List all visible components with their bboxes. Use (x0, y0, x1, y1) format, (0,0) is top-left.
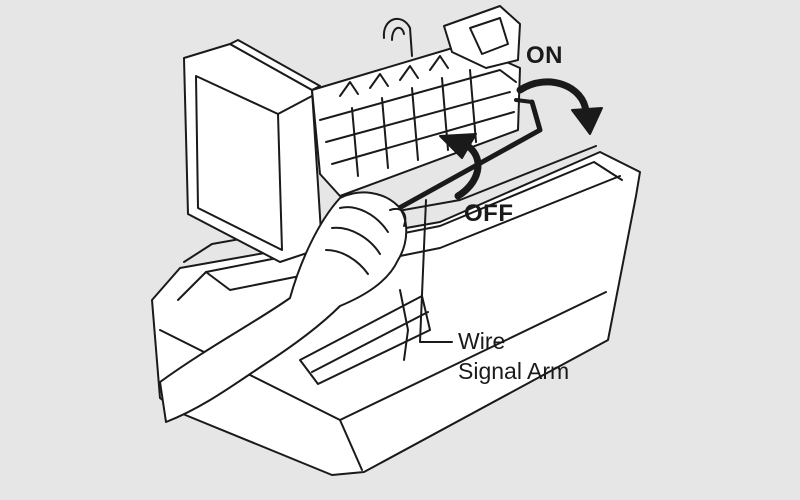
wire-signal-arm-pointer (419, 199, 453, 343)
on-label: ON (526, 42, 563, 69)
wire-signal-arm (389, 98, 543, 215)
curved-arrow-counterclockwise-icon (439, 133, 482, 200)
wire-signal-arm-label-line2: Signal Arm (458, 358, 570, 384)
ice-maker-unit (183, 5, 521, 263)
hand-and-arm (159, 191, 408, 423)
curved-arrow-clockwise-icon (516, 78, 603, 135)
wire-signal-arm-label: Wire Signal Arm (458, 326, 569, 386)
wire-signal-arm-label-line1: Wire (458, 328, 506, 354)
off-label: OFF (464, 200, 514, 227)
